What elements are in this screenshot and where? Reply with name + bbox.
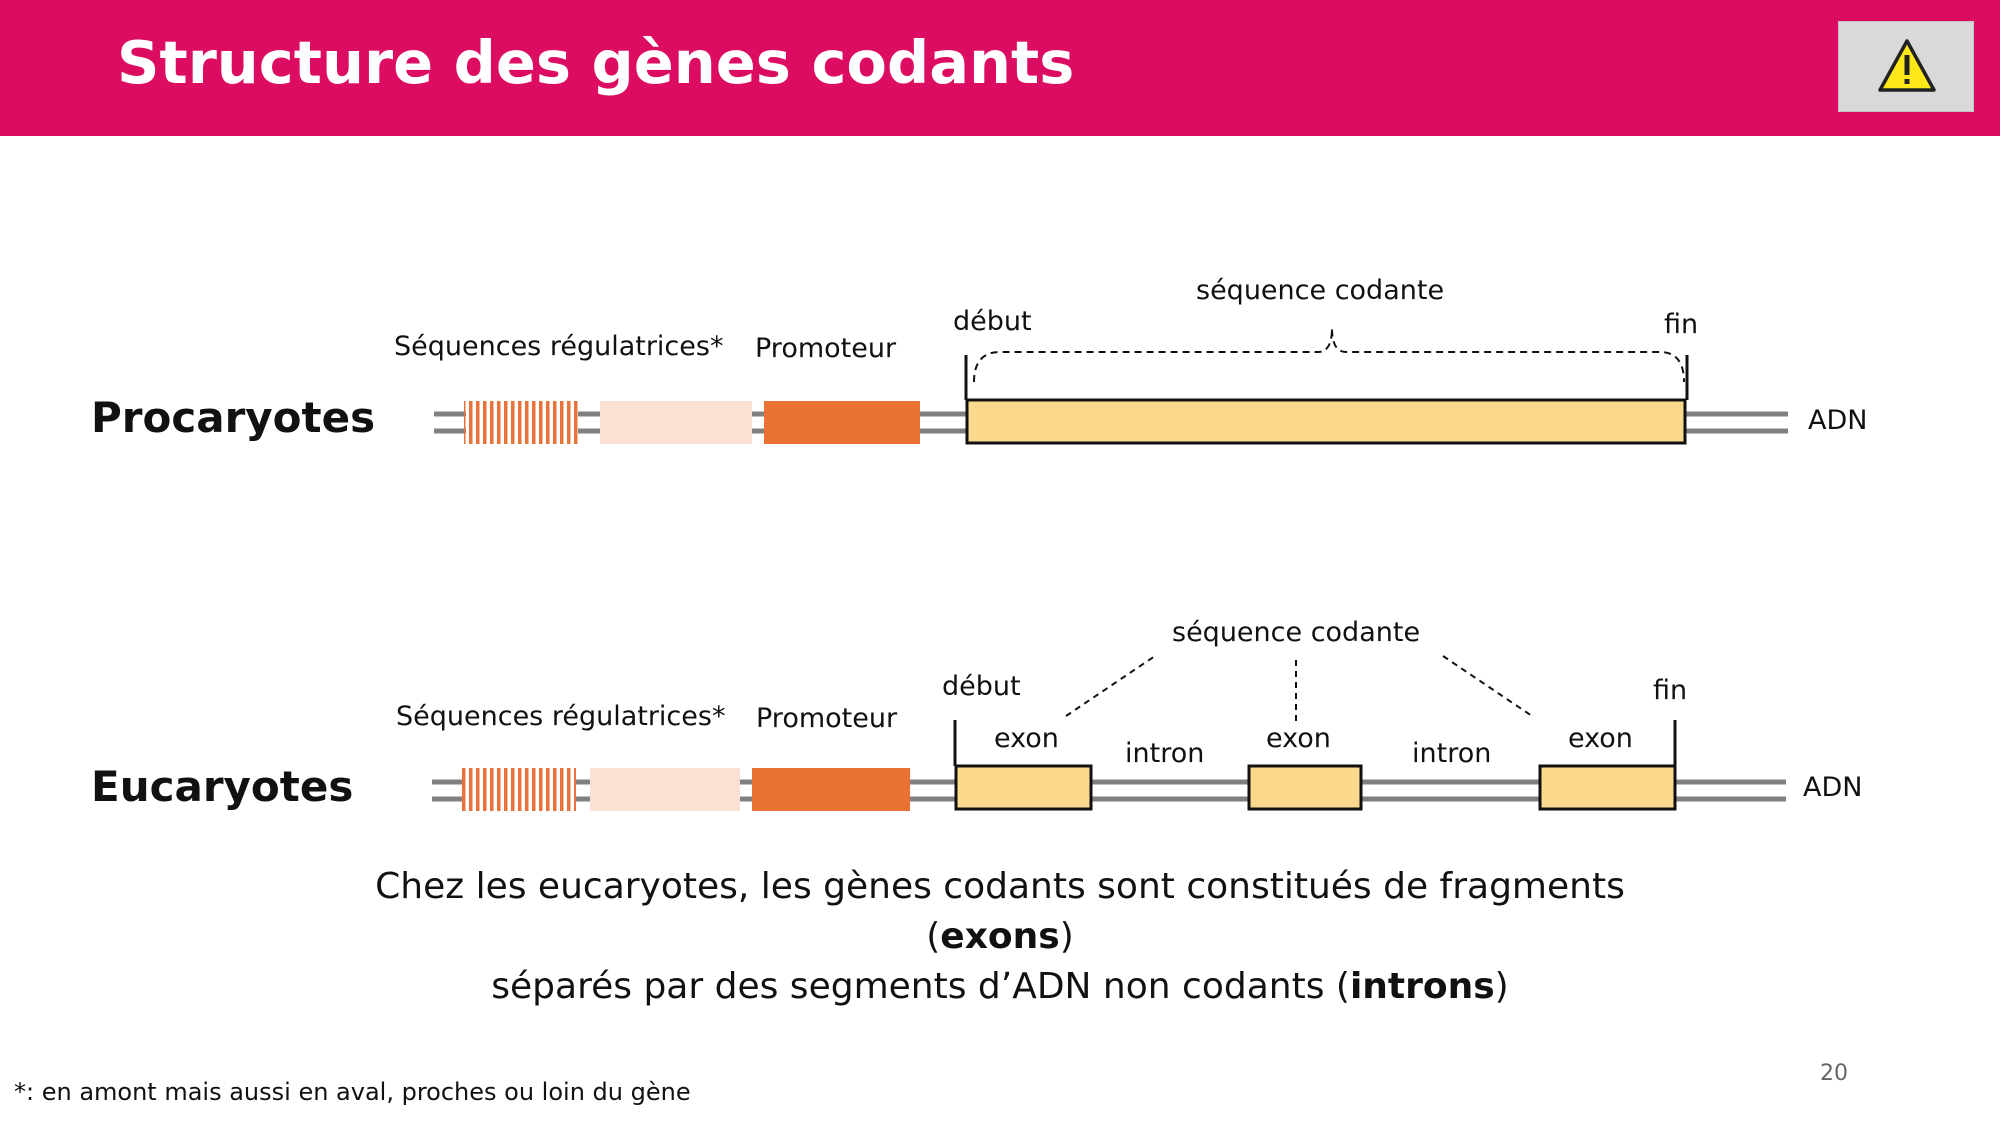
caption-line-1-text: Chez les eucaryotes, les gènes codants s… — [375, 866, 1625, 957]
warning-button[interactable] — [1838, 21, 1974, 112]
eucaryote-regulatory-label: Séquences régulatrices* — [396, 701, 725, 732]
procaryote-regulatory-label: Séquences régulatrices* — [394, 331, 723, 362]
eucaryote-exon-2 — [1247, 764, 1363, 811]
caption: Chez les eucaryotes, les gènes codants s… — [300, 862, 1700, 1012]
procaryote-coding-sequence — [965, 398, 1687, 445]
procaryote-gene: Procaryotes Séquences régulatrices* Prom… — [91, 275, 1867, 445]
procaryote-regulatory-sequence — [464, 401, 578, 444]
eucaryote-exon-1 — [954, 764, 1093, 811]
warning-triangle-icon — [1878, 39, 1936, 92]
eucaryote-exon-label-3: exon — [1568, 723, 1633, 754]
procaryote-coding-brace — [973, 327, 1685, 383]
procaryote-label: Procaryotes — [91, 393, 375, 442]
procaryote-start-label: début — [953, 306, 1032, 337]
caption-line-2-end: ) — [1494, 966, 1509, 1007]
footnote: *: en amont mais aussi en aval, proches … — [14, 1078, 691, 1106]
eucaryote-label: Eucaryotes — [91, 762, 353, 811]
eucaryote-dna-strand — [432, 779, 1786, 802]
eucaryote-intron-label-2: intron — [1412, 738, 1491, 769]
procaryote-regulatory-box — [600, 401, 752, 444]
procaryote-coding-label: séquence codante — [1196, 275, 1444, 306]
caption-line-2-text: séparés par des segments d’ADN non codan… — [491, 966, 1350, 1007]
eucaryote-exon-label-2: exon — [1266, 723, 1331, 754]
procaryote-promoter — [764, 401, 920, 444]
caption-introns-term: introns — [1349, 966, 1495, 1007]
eucaryote-promoter — [752, 768, 910, 811]
procaryote-end-label: fin — [1664, 309, 1698, 340]
page-number: 20 — [1820, 1061, 1848, 1086]
eucaryote-regulatory-sequence — [460, 768, 576, 811]
eucaryote-start-label: début — [942, 671, 1021, 702]
caption-line-2: séparés par des segments d’ADN non codan… — [300, 962, 1700, 1012]
caption-line-1: Chez les eucaryotes, les gènes codants s… — [300, 862, 1700, 962]
eucaryote-intron-label-1: intron — [1125, 738, 1204, 769]
procaryote-dna-strand — [434, 411, 1788, 434]
eucaryote-coding-connectors — [1065, 655, 1533, 722]
eucaryote-exon-label-1: exon — [994, 723, 1059, 754]
eucaryote-gene: Eucaryotes Séquences régulatrices* Promo… — [91, 617, 1862, 811]
eucaryote-exon-3 — [1538, 764, 1677, 811]
eucaryote-dna-label: ADN — [1803, 772, 1862, 803]
eucaryote-regulatory-box — [590, 768, 740, 811]
eucaryote-coding-label: séquence codante — [1172, 617, 1420, 648]
caption-exons-term: exons — [940, 916, 1060, 957]
eucaryote-promoter-label: Promoteur — [756, 703, 898, 734]
caption-line-1-end: ) — [1059, 916, 1074, 957]
eucaryote-end-label: fin — [1653, 675, 1687, 706]
header-bar: Structure des gènes codants — [0, 0, 2000, 136]
page-title: Structure des gènes codants — [117, 28, 1075, 97]
procaryote-promoter-label: Promoteur — [755, 333, 897, 364]
procaryote-dna-label: ADN — [1808, 405, 1867, 436]
